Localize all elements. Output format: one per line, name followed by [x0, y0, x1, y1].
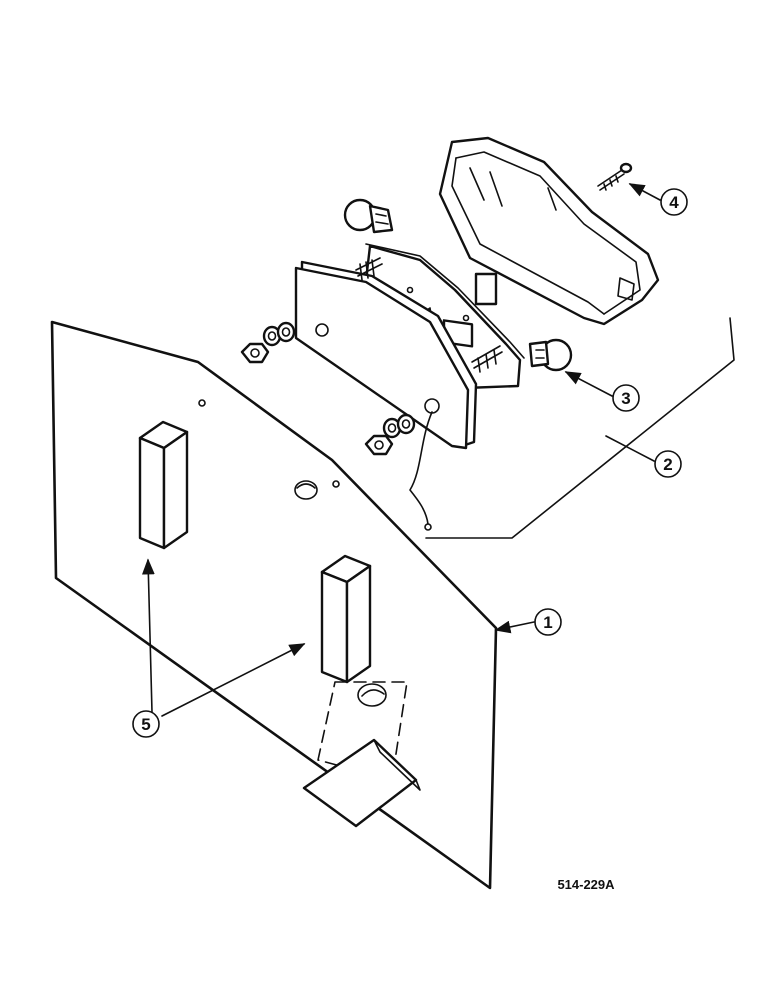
mounting-studs	[355, 257, 503, 373]
screw	[597, 162, 633, 191]
lamp-lens-cover	[438, 136, 660, 326]
gasket	[294, 260, 478, 531]
bracket-2	[425, 317, 735, 539]
callout-1: 1	[534, 608, 562, 636]
svg-text:2: 2	[663, 455, 672, 474]
reflector-block-lower	[320, 554, 372, 684]
bulb-upper	[343, 198, 394, 234]
nut-washer-upper	[240, 321, 296, 364]
callout-3: 3	[612, 384, 640, 412]
nut-washer-lower	[364, 413, 416, 456]
callout-4: 4	[660, 188, 688, 216]
svg-text:4: 4	[669, 193, 679, 212]
bulb-lower	[528, 338, 573, 372]
callout-5: 5	[132, 710, 160, 738]
reflector-block-upper	[138, 420, 189, 550]
svg-text:5: 5	[141, 715, 150, 734]
folded-tab	[302, 681, 421, 828]
callout-2: 2	[654, 450, 682, 478]
callout-leaders	[141, 183, 661, 717]
svg-text:3: 3	[621, 389, 630, 408]
reference-code: 514-229A	[557, 877, 615, 892]
svg-text:1: 1	[543, 613, 552, 632]
